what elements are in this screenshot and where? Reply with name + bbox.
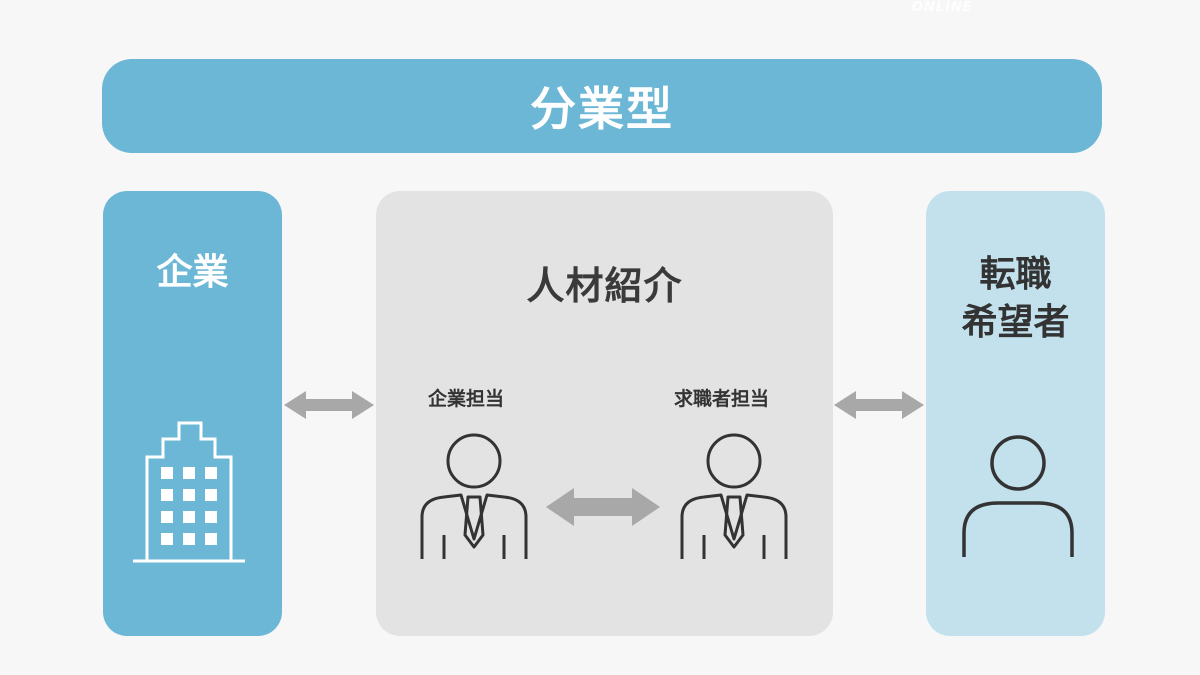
double-arrow-icon [834,391,924,419]
candidate-liaison-label: 求職者担当 [674,388,770,410]
watermark-text: ONLINE [912,0,973,15]
double-arrow-icon [284,391,374,419]
agency-title: 人材紹介 [526,264,683,308]
company-title: 企業 [156,252,229,293]
person-icon [962,435,1074,557]
company-panel: 企業 [103,191,282,636]
banner-title: 分業型 [530,82,674,136]
diagram-banner: 分業型 [102,59,1102,153]
office-building-icon [133,421,245,563]
businessperson-icon [420,433,528,559]
businessperson-icon [680,433,788,559]
job-seeker-panel: 転職 希望者 [926,191,1105,636]
job-seeker-title: 転職 希望者 [961,254,1070,343]
company-liaison-label: 企業担当 [428,388,505,410]
double-arrow-icon [546,488,660,526]
agency-panel: 人材紹介 企業担当 求職者担当 [376,191,833,636]
